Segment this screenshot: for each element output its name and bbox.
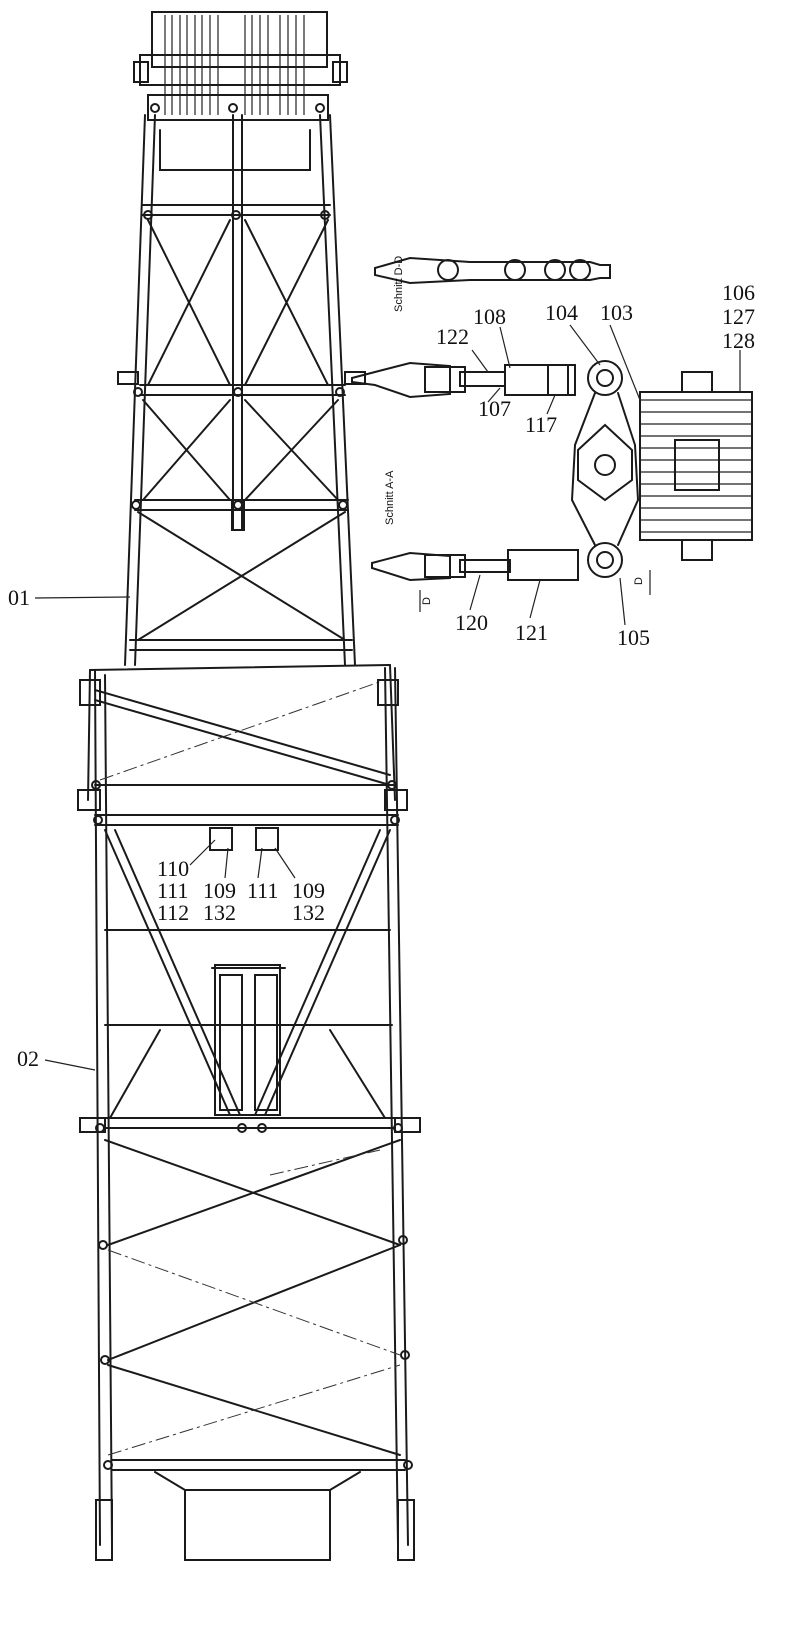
label-107: 107 bbox=[478, 396, 511, 421]
label-132-left: 132 bbox=[203, 900, 236, 925]
label-106: 106 bbox=[722, 280, 755, 305]
label-103: 103 bbox=[600, 300, 633, 325]
label-121: 121 bbox=[515, 620, 548, 645]
label-02: 02 bbox=[17, 1046, 39, 1071]
label-120: 120 bbox=[455, 610, 488, 635]
section-d-marker-right: D bbox=[633, 577, 645, 585]
section-dd-title: Schnitt D-D bbox=[393, 256, 405, 312]
label-128: 128 bbox=[722, 328, 755, 353]
boom-head bbox=[133, 11, 348, 216]
boom-section-01 bbox=[117, 114, 366, 666]
label-132-right: 132 bbox=[292, 900, 325, 925]
label-112: 112 bbox=[157, 900, 189, 925]
label-109-right: 109 bbox=[292, 878, 325, 903]
section-aa-detail: Schnitt A-A D D bbox=[351, 360, 753, 612]
boom-section-02 bbox=[77, 664, 421, 1561]
label-127: 127 bbox=[722, 304, 755, 329]
section-aa-title: Schnitt A-A bbox=[384, 470, 396, 525]
label-104: 104 bbox=[545, 300, 578, 325]
label-109-left: 109 bbox=[203, 878, 236, 903]
label-105: 105 bbox=[617, 625, 650, 650]
label-01: 01 bbox=[8, 585, 30, 610]
label-110: 110 bbox=[157, 856, 189, 881]
label-122: 122 bbox=[436, 324, 469, 349]
label-108: 108 bbox=[473, 304, 506, 329]
section-d-marker-left: D bbox=[421, 597, 433, 605]
label-111-right: 111 bbox=[247, 878, 278, 903]
leader-lines bbox=[34, 324, 741, 1071]
label-111-left: 111 bbox=[157, 878, 188, 903]
section-dd-detail: Schnitt D-D bbox=[374, 256, 611, 312]
label-117: 117 bbox=[525, 412, 557, 437]
